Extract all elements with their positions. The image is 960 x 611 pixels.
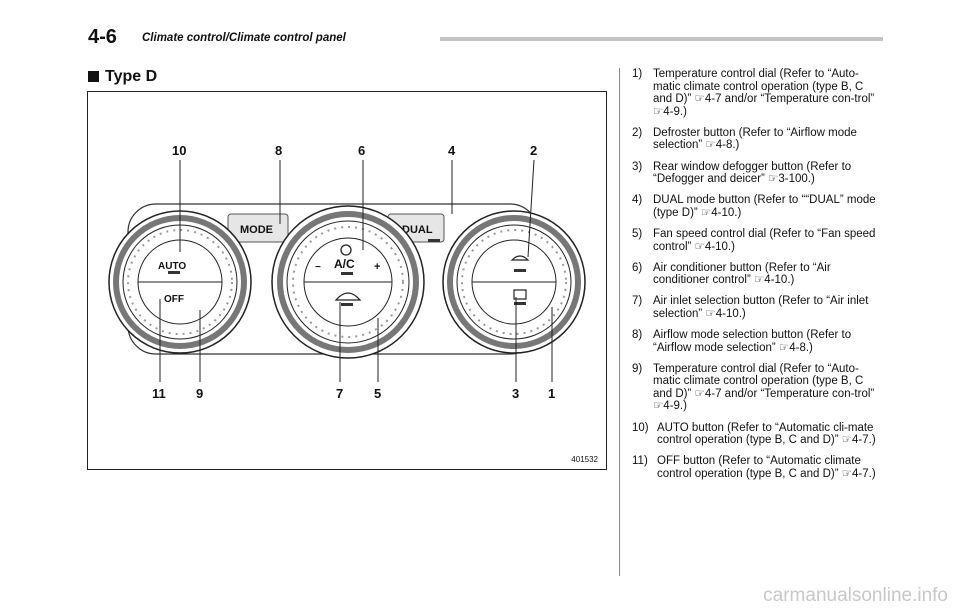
item-text: Temperature control dial (Refer to “Auto… xyxy=(653,68,875,118)
fan-minus-label: − xyxy=(315,262,321,273)
list-item: 10) AUTO button (Refer to “Automatic cli-… xyxy=(632,422,884,447)
callout-7: 7 xyxy=(336,386,343,401)
callout-10: 10 xyxy=(172,143,186,158)
item-text: Airflow mode selection button (Refer to … xyxy=(653,329,852,354)
callout-2: 2 xyxy=(530,143,537,158)
callout-6: 6 xyxy=(358,143,365,158)
air-inlet-icon xyxy=(334,292,362,301)
fan-speed-dial: − A/C + xyxy=(271,205,425,359)
auto-button-label: AUTO xyxy=(158,261,186,272)
item-text: AUTO button (Refer to “Automatic cli-mat… xyxy=(657,421,876,447)
item-number: 10) xyxy=(632,421,649,434)
list-item: 11) OFF button (Refer to “Automatic clima… xyxy=(632,455,884,480)
item-text: Air conditioner button (Refer to “Air co… xyxy=(653,261,831,287)
page-number: 4-6 xyxy=(88,26,117,48)
callout-5: 5 xyxy=(374,386,381,401)
fan-plus-label: + xyxy=(374,261,380,273)
list-item: 6) Air conditioner button (Refer to “Air … xyxy=(632,262,884,287)
item-text: Air inlet selection button (Refer to “Ai… xyxy=(653,295,869,320)
section-title: Type D xyxy=(105,68,158,85)
item-number: 1) xyxy=(632,68,643,80)
item-text: DUAL mode button (Refer to ““DUAL” mode … xyxy=(653,194,876,219)
climate-panel-figure: MODE DUAL AUTO OFF − A/C + xyxy=(87,91,607,470)
item-text: Rear window defogger button (Refer to “D… xyxy=(653,160,852,186)
ac-button-label: A/C xyxy=(334,257,355,271)
mode-plate xyxy=(227,213,289,243)
callout-9: 9 xyxy=(196,386,203,401)
mode-button-label: MODE xyxy=(240,224,273,236)
list-item: 9) Temperature control dial (Refer to “Au… xyxy=(632,363,884,413)
callout-4: 4 xyxy=(448,143,456,158)
item-text: OFF button (Refer to “Automatic climate … xyxy=(657,455,876,480)
list-item: 2) Defroster button (Refer to “Airflow mo… xyxy=(632,127,884,152)
item-number: 4) xyxy=(632,194,643,207)
list-item: 8) Airflow mode selection button (Refer t… xyxy=(632,329,884,354)
item-text: Fan speed control dial (Refer to “Fan sp… xyxy=(653,227,876,253)
figure-id: 401532 xyxy=(571,455,598,464)
right-temperature-dial xyxy=(442,210,586,354)
defroster-icon xyxy=(510,255,530,261)
callout-11: 11 xyxy=(152,386,166,401)
item-number: 2) xyxy=(632,126,643,139)
section-heading: Type D xyxy=(88,68,157,86)
list-item: 3) Rear window defogger button (Refer to … xyxy=(632,161,884,186)
header-rule xyxy=(440,37,883,41)
rear-defogger-icon xyxy=(513,289,527,300)
watermark: carmanualsonline.info xyxy=(763,585,948,606)
dual-indicator xyxy=(428,239,440,242)
item-number: 9) xyxy=(632,362,643,375)
bottom-callout-lines xyxy=(159,297,553,382)
page-header: 4-6 Climate control/Climate control pane… xyxy=(88,26,883,48)
item-number: 6) xyxy=(632,261,643,274)
item-number: 5) xyxy=(632,227,643,240)
callout-3: 3 xyxy=(512,386,519,401)
list-item: 4) DUAL mode button (Refer to ““DUAL” mod… xyxy=(632,194,884,219)
item-number: 8) xyxy=(632,329,643,341)
left-temperature-dial: AUTO OFF xyxy=(108,210,252,354)
list-item: 7) Air inlet selection button (Refer to “… xyxy=(632,295,884,320)
list-item: 5) Fan speed control dial (Refer to “Fan … xyxy=(632,228,884,253)
page-title: Climate control/Climate control panel xyxy=(142,32,346,44)
legend-list: 1) Temperature control dial (Refer to “Au… xyxy=(632,68,884,489)
callout-8: 8 xyxy=(275,143,282,158)
top-callout-lines xyxy=(179,159,535,258)
dual-button-label: DUAL xyxy=(402,224,433,236)
item-number: 3) xyxy=(632,160,643,173)
panel-illustration: MODE DUAL AUTO OFF − A/C + xyxy=(108,143,586,401)
column-divider xyxy=(619,68,620,576)
fan-icon xyxy=(340,244,352,256)
callout-1: 1 xyxy=(548,386,555,401)
list-item: 1) Temperature control dial (Refer to “Au… xyxy=(632,68,884,118)
square-bullet-icon xyxy=(88,71,99,82)
off-button-label: OFF xyxy=(164,294,184,305)
item-number: 11) xyxy=(632,455,648,468)
item-number: 7) xyxy=(632,295,643,308)
item-text: Temperature control dial (Refer to “Auto… xyxy=(653,362,875,413)
item-text: Defroster button (Refer to “Airflow mode… xyxy=(653,126,857,152)
